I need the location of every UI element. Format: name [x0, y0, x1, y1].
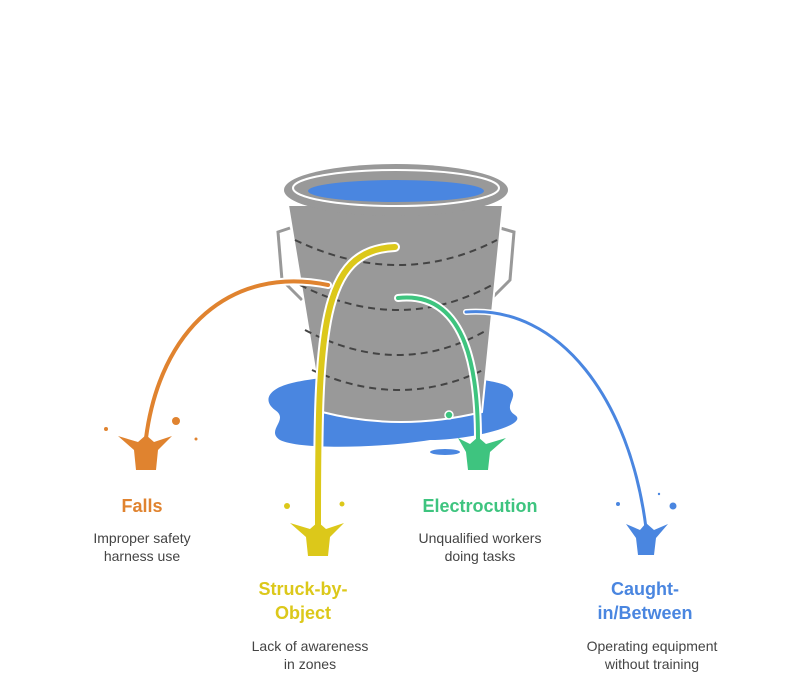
- struck-desc-line1: Lack of awareness: [251, 638, 369, 654]
- caught-desc-line2: without training: [604, 656, 700, 672]
- caught-splash: [616, 492, 677, 555]
- struck-title-line1: Struck-by-: [258, 579, 348, 599]
- electro-splash: [444, 410, 506, 470]
- caught-title-line2: in/Between: [597, 603, 693, 623]
- struck-splash: [284, 501, 345, 556]
- caught-stream: [464, 310, 648, 530]
- falls-splash: [104, 417, 198, 470]
- bucket-water: [308, 180, 484, 202]
- struck-title-line2: Object: [274, 603, 332, 623]
- bucket-handle: [276, 226, 516, 302]
- falls-stream: [144, 279, 330, 440]
- struck-stream: [315, 244, 398, 528]
- electrocution-desc-line2: doing tasks: [444, 548, 516, 564]
- caught-desc-line1: Operating equipment: [586, 638, 718, 654]
- electro-stream: [396, 295, 480, 442]
- caught-title-line1: Caught-: [611, 579, 679, 599]
- electrocution-desc-line1: Unqualified workers: [418, 530, 542, 546]
- falls-desc-line2: harness use: [103, 548, 181, 564]
- falls-title: Falls: [121, 496, 163, 516]
- struck-desc-line2: in zones: [283, 656, 337, 672]
- electrocution-title: Electrocution: [422, 496, 538, 516]
- falls-desc-line1: Improper safety: [93, 530, 191, 546]
